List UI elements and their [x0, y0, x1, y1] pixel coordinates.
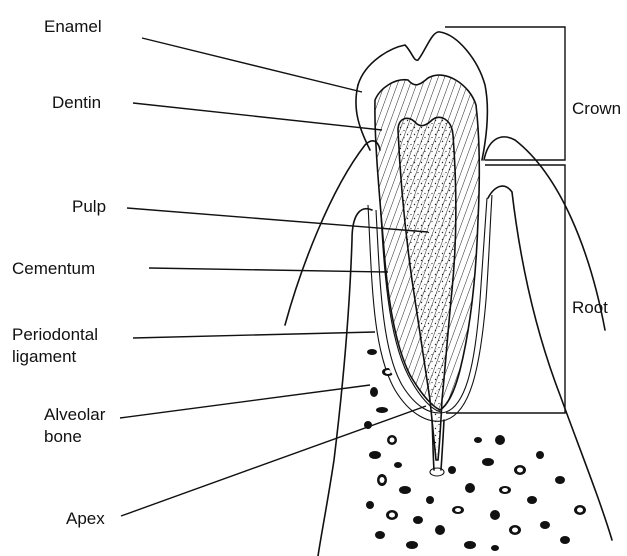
periodontal-leader — [133, 332, 375, 338]
dentin-leader — [133, 103, 382, 130]
alveolar-bone-texture — [364, 327, 586, 551]
enamel-leader — [142, 38, 362, 92]
label-cementum: Cementum — [12, 258, 95, 280]
apex-foramen — [430, 468, 444, 476]
apex-leader — [121, 406, 426, 516]
label-periodontal-line1: Periodontal — [12, 324, 98, 346]
label-enamel: Enamel — [44, 16, 102, 38]
enamel-outer-left — [356, 85, 370, 150]
label-alveolar-line2: bone — [44, 426, 105, 448]
gingiva-left-outline — [285, 141, 380, 325]
label-alveolar: Alveolar bone — [44, 404, 105, 448]
cementum-leader — [149, 268, 388, 272]
label-alveolar-line1: Alveolar — [44, 404, 105, 426]
label-periodontal: Periodontal ligament — [12, 324, 98, 368]
alveolar-leader — [120, 385, 370, 418]
label-crown: Crown — [572, 98, 621, 120]
label-apex: Apex — [66, 508, 105, 530]
label-dentin: Dentin — [52, 92, 101, 114]
label-periodontal-line2: ligament — [12, 346, 98, 368]
bone-left-wall — [318, 209, 372, 556]
label-root: Root — [572, 297, 608, 319]
root-canal-right — [441, 420, 444, 470]
label-pulp: Pulp — [72, 196, 106, 218]
